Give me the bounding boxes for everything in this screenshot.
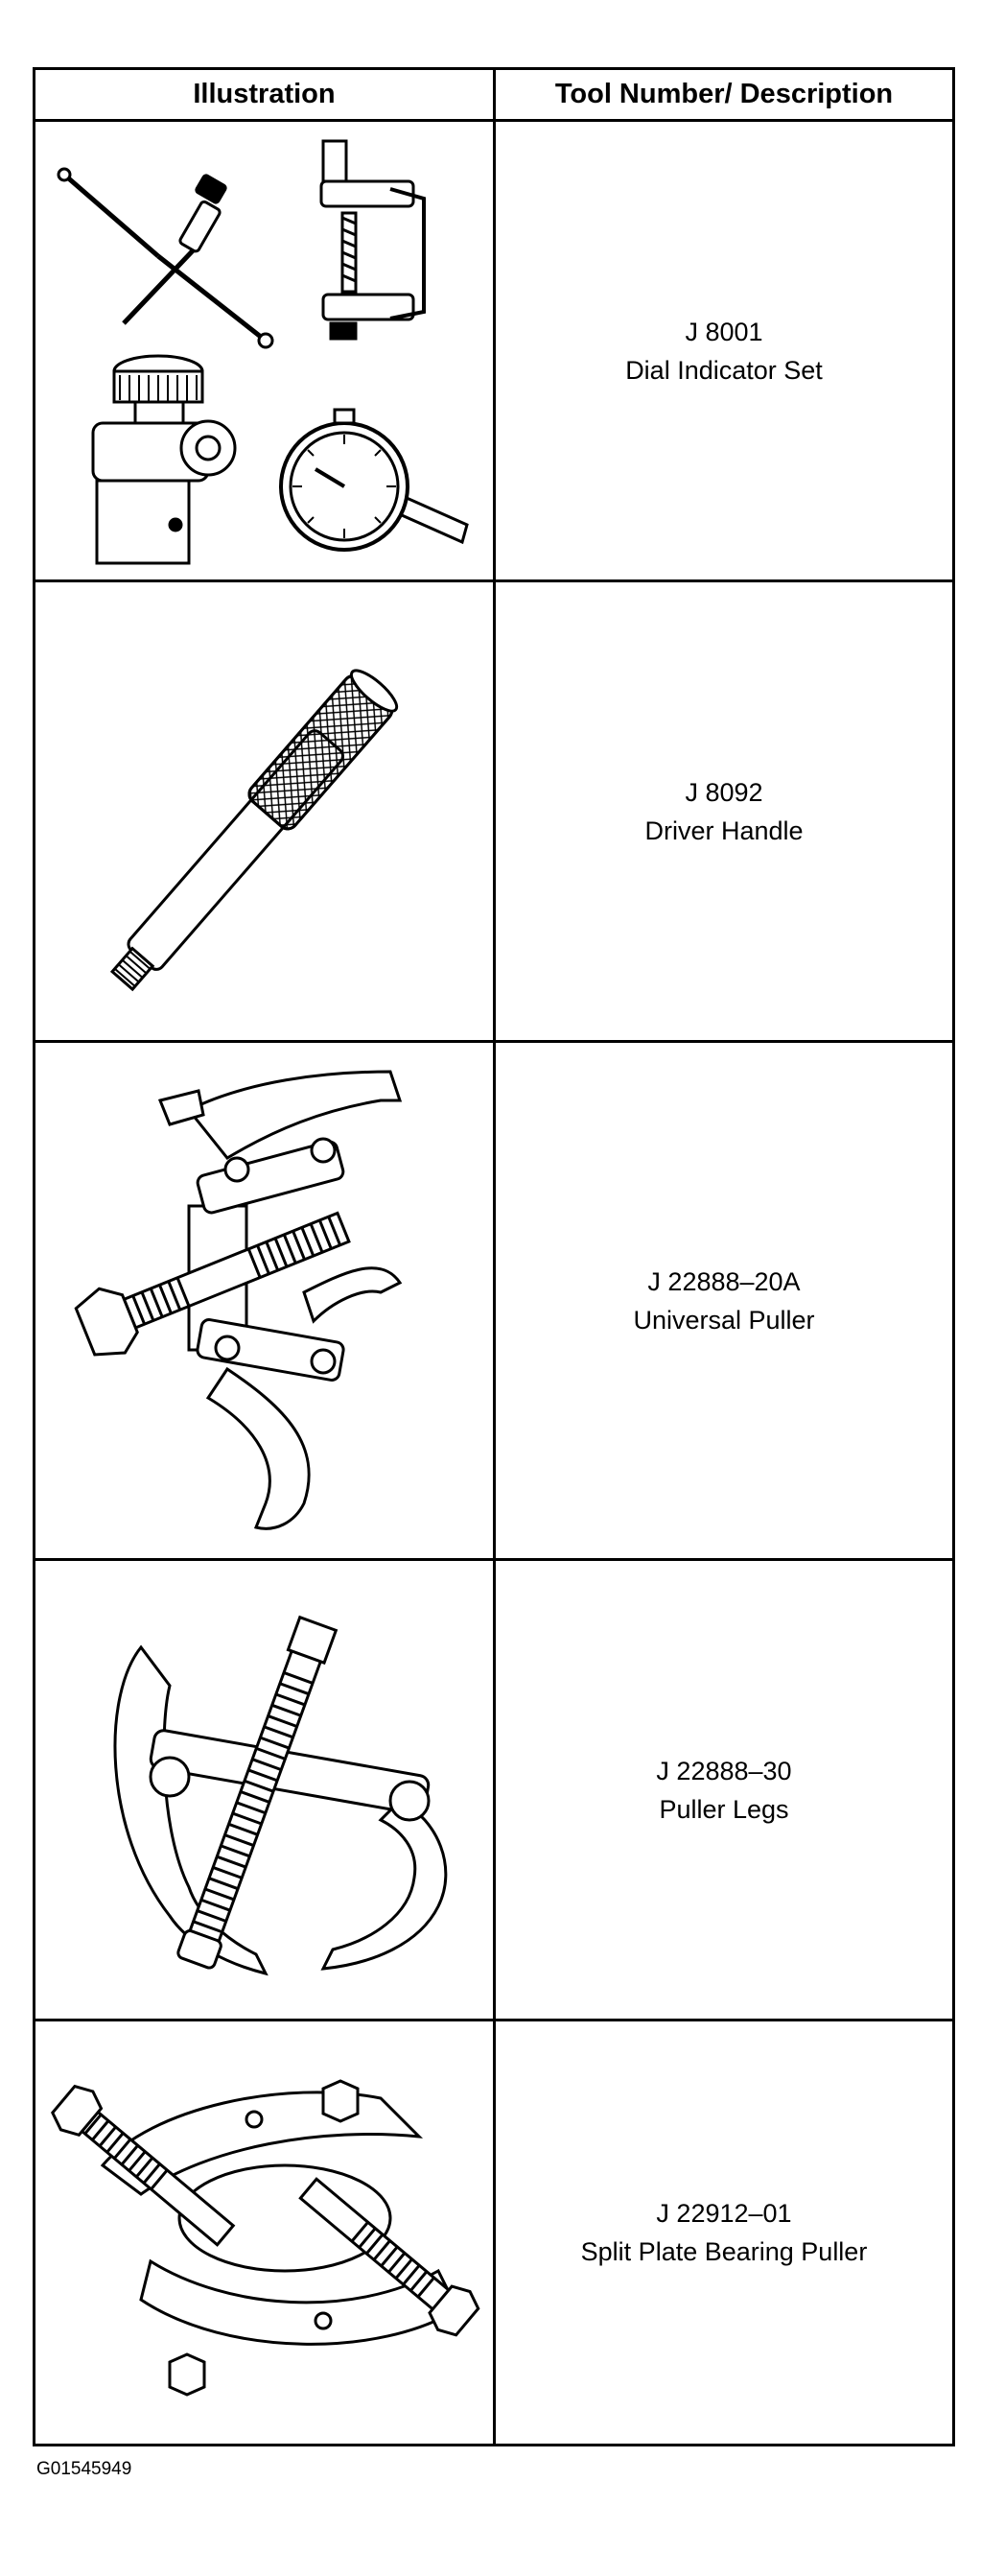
puller-legs-icon	[35, 1561, 493, 2019]
driver-handle-icon	[35, 582, 493, 1040]
tool-description: Dial Indicator Set	[625, 355, 823, 385]
split-plate-bearing-puller-icon	[35, 2021, 493, 2444]
tool-number: J 22888–20A	[647, 1266, 801, 1296]
tool-number: J 22888–30	[656, 1756, 792, 1785]
tool-description: Split Plate Bearing Puller	[580, 2237, 868, 2266]
tool-description: Universal Puller	[633, 1305, 815, 1335]
tool-number: J 8001	[685, 317, 763, 346]
table-row: J 22912–01 Split Plate Bearing Puller	[35, 2021, 952, 2444]
dial-indicator-set-icon	[35, 122, 493, 579]
tool-description: Driver Handle	[644, 815, 804, 845]
table-row: J 22888–30 Puller Legs	[35, 1561, 952, 2021]
tool-number: J 8092	[685, 777, 763, 807]
tool-description: Puller Legs	[659, 1794, 789, 1824]
table-row: J 8092 Driver Handle	[35, 582, 952, 1043]
table-row: J 22888–20A Universal Puller	[35, 1043, 952, 1561]
tool-table: Illustration Tool Number/ Description	[33, 67, 955, 2446]
header-tool-description: Tool Number/ Description	[554, 79, 894, 109]
header-illustration: Illustration	[193, 79, 336, 109]
universal-puller-icon	[35, 1043, 493, 1558]
table-row: J 8001 Dial Indicator Set	[35, 122, 952, 582]
column-divider	[493, 70, 496, 2444]
figure-id: G01545949	[36, 2459, 132, 2479]
tool-number: J 22912–01	[656, 2199, 792, 2228]
